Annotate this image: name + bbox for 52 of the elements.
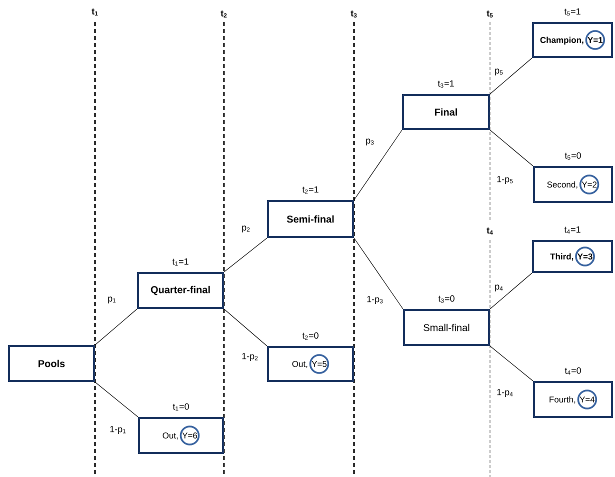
edge-label: p$_{4}$ [494, 284, 504, 292]
branch-line [490, 58, 532, 94]
circle-mark: Y=3 [575, 246, 595, 266]
branch-line [354, 238, 404, 310]
time-label: t$_{1}$ [92, 8, 98, 16]
circle-mark: Y=4 [577, 390, 598, 410]
stage-box: Fourth, Y=4 [533, 381, 613, 418]
outcome-label: t$_{5}$=1 [564, 8, 580, 16]
stage-box: Quarter-final [137, 272, 224, 309]
circle-mark: Y=2 [579, 174, 600, 194]
edge-label: 1-p$_{5}$ [496, 174, 514, 186]
edge-label: 1-p$_{3}$ [366, 294, 384, 306]
stage-box: Second, Y=2 [533, 166, 613, 203]
branch-line [94, 308, 138, 346]
stage-box: Out, Y=5 [267, 346, 354, 382]
branch-line [94, 382, 138, 418]
branch-line [354, 130, 402, 200]
circle-mark: Y=5 [309, 354, 330, 374]
edge-label: 1-p$_{2}$ [240, 352, 260, 362]
branch-line [490, 272, 532, 310]
time-label: t$_{4}$ [486, 228, 493, 234]
circle-mark: Y=6 [180, 426, 200, 446]
outcome-label: t$_{1}$=1 [172, 258, 188, 266]
edge-label: p$_{1}$ [106, 296, 118, 304]
time-label: t$_{2}$ [220, 10, 227, 18]
stage-box: Third, Y=3 [532, 240, 613, 273]
time-label: t$_{3}$ [350, 10, 357, 18]
outcome-label: t$_{2}$=0 [302, 332, 318, 340]
edge-label: p$_{3}$ [364, 138, 376, 146]
circle-mark: Y=1 [585, 30, 606, 50]
outcome-label: t$_{1}$=0 [172, 403, 189, 411]
stage-box: Out, Y=6 [138, 417, 224, 454]
outcome-label: t$_{4}$=0 [564, 367, 581, 375]
branch-line [490, 130, 534, 166]
branch-line [224, 238, 268, 272]
outcome-label: t$_{2}$=1 [302, 186, 318, 194]
stage-box: Pools [8, 345, 95, 382]
stage-box: Small-final [403, 309, 490, 346]
edge-label: 1-p$_{1}$ [108, 424, 128, 436]
outcome-label: t$_{4}$=1 [564, 226, 580, 234]
edge-label: p$_{5}$ [494, 68, 504, 76]
edge-label: 1-p$_{4}$ [496, 388, 514, 398]
outcome-label: t$_{5}$=0 [564, 152, 581, 160]
stage-box: Semi-final [267, 200, 354, 238]
edge-label: p$_{2}$ [240, 224, 252, 234]
stage-box: Final [402, 94, 490, 130]
outcome-label: t$_{3}$=0 [438, 295, 454, 303]
outcome-label: t$_{3}$=1 [438, 80, 454, 88]
stage-box: Champion, Y=1 [532, 22, 613, 58]
time-label: t$_{5}$ [486, 10, 493, 18]
branch-line [224, 308, 268, 346]
branch-line [490, 346, 534, 382]
